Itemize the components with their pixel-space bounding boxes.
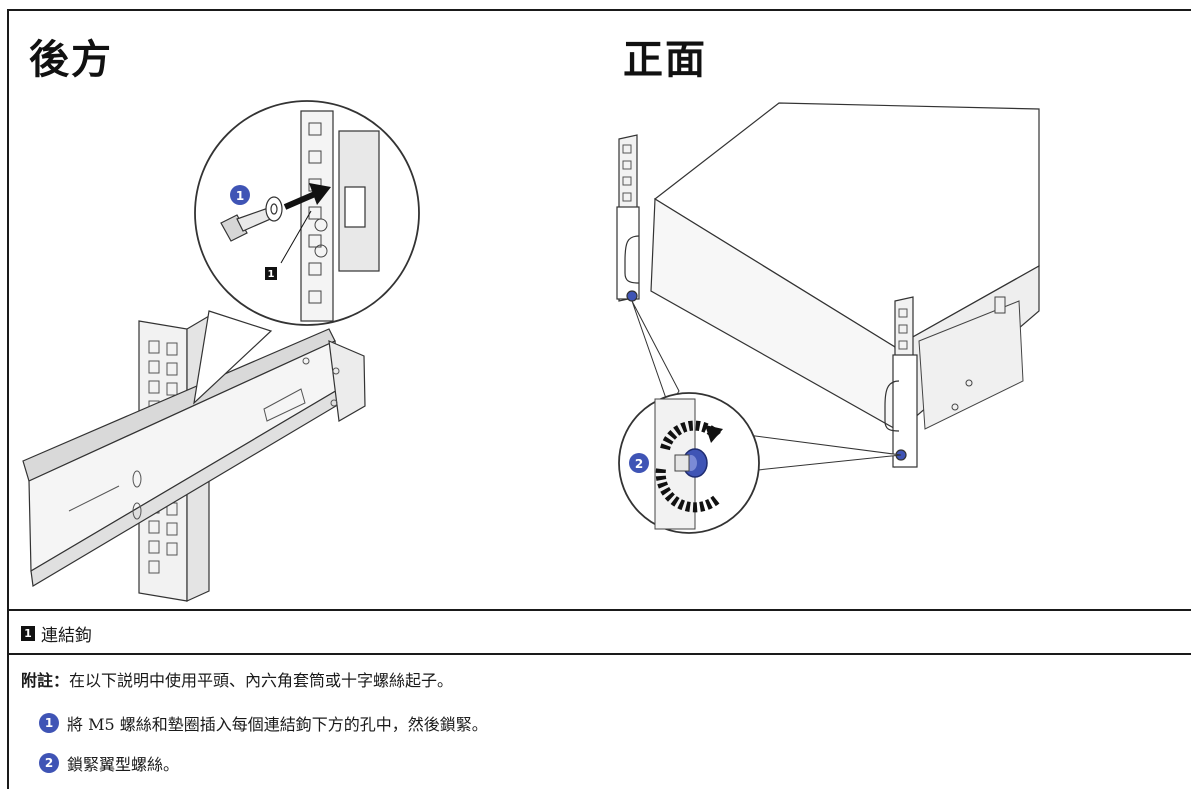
rear-zoom-callout	[193, 100, 420, 405]
front-right-post	[884, 296, 918, 468]
front-left-post-holes	[622, 144, 632, 202]
front-heading: 正面	[623, 37, 707, 83]
side-rail-detail	[918, 296, 1024, 430]
note-text: 在以下説明中使用平頭、內六角套筒或十字螺絲起子。	[69, 671, 454, 690]
m5-screw	[220, 196, 283, 242]
callout-1-text: 1	[236, 189, 244, 203]
step-1: 1 將 M5 螺絲和墊圈插入每個連結鉤下方的孔中，然後鎖緊。	[39, 711, 488, 735]
legend-label: 連結鉤	[41, 626, 92, 646]
callout-1-badge: 1	[230, 185, 250, 205]
slide-rail	[22, 328, 366, 587]
callout-2-text: 2	[635, 457, 643, 471]
step-2-text: 鎖緊翼型螺絲。	[67, 755, 180, 774]
note: 附註：在以下説明中使用平頭、內六角套筒或十字螺絲起子。	[21, 667, 453, 691]
step-1-text: 將 M5 螺絲和墊圈插入每個連結鉤下方的孔中，然後鎖緊。	[67, 715, 488, 734]
front-right-post-holes	[898, 308, 908, 350]
rear-rail-illustration: 1 1	[22, 100, 420, 602]
front-server-illustration: 2	[616, 102, 1040, 534]
rear-heading: 後方	[29, 37, 113, 83]
callout-2-badge: 2	[629, 453, 649, 473]
note-label: 附註：	[21, 671, 70, 690]
step-2-badge: 2	[39, 753, 59, 773]
insert-arrow	[283, 183, 331, 210]
leader-line	[280, 210, 312, 264]
legend-item: 1 連結鉤	[21, 621, 92, 646]
illustration-panel: 後方 正面	[9, 11, 1191, 609]
legend-row: 1 連結鉤	[9, 609, 1191, 653]
front-zoom-callout	[618, 300, 902, 534]
document-frame: 後方 正面	[7, 9, 1191, 789]
front-left-post	[616, 134, 640, 302]
instructions-section: 附註：在以下説明中使用平頭、內六角套筒或十字螺絲起子。 1 將 M5 螺絲和墊圈…	[9, 653, 1191, 791]
step-2: 2 鎖緊翼型螺絲。	[39, 751, 179, 775]
marker-1-box: 1	[265, 267, 277, 280]
legend-number-box: 1	[21, 626, 35, 641]
rail-slots	[68, 357, 340, 520]
step-1-badge: 1	[39, 713, 59, 733]
marker-1-text: 1	[268, 269, 275, 280]
